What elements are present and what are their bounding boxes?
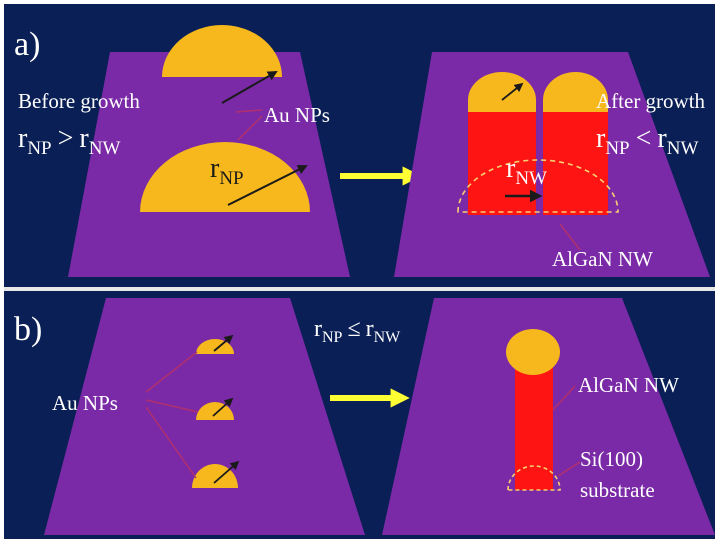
au-np-large-bottom (140, 142, 310, 212)
radius-arrow-small (213, 334, 234, 352)
algan-nw-label-a: AlGaN NW (552, 247, 653, 271)
leader-line (559, 223, 581, 251)
before-growth-label: Before growth (18, 89, 140, 113)
original-np-outline-b (507, 465, 561, 491)
si-substrate-label-line1: Si(100) (580, 447, 643, 471)
leader-line (552, 385, 576, 411)
nanowire-left (468, 112, 536, 215)
radius-arrow-top (221, 71, 278, 104)
au-np-small (192, 464, 238, 488)
original-np-outline (457, 159, 619, 213)
condition-b: rNP≤rNW (314, 316, 401, 346)
leader-line (557, 461, 581, 477)
leader-line (145, 351, 198, 393)
leader-line (145, 406, 197, 479)
r-nw-label: rNW (506, 153, 547, 189)
si-substrate-label-line2: substrate (580, 478, 655, 502)
leader-line (235, 109, 263, 113)
condition-after: rNP<rNW (596, 123, 698, 159)
after-growth-label: After growth (596, 89, 706, 113)
au-np-large-top (162, 25, 282, 77)
au-np-on-nanowire-left (468, 72, 536, 112)
au-np-on-nanowire-right (543, 72, 608, 112)
r-np-label: rNP (210, 153, 244, 189)
radius-arrow-small (212, 397, 234, 417)
nanowire-b (515, 362, 553, 490)
au-nps-label-a: Au NPs (264, 103, 330, 127)
leader-line (237, 115, 263, 141)
panel-a-label: a) (14, 26, 40, 63)
radius-arrow-np-top (501, 82, 524, 101)
au-nps-label-b: Au NPs (52, 391, 118, 415)
leader-line (145, 399, 199, 413)
au-np-on-nanowire-b (506, 329, 560, 375)
nanowire-right (543, 112, 608, 215)
radius-arrow-small (213, 460, 240, 484)
radius-arrow-np (227, 165, 308, 206)
panel-b-label: b) (14, 311, 42, 348)
condition-before: rNP>rNW (18, 123, 120, 159)
algan-nw-label-b: AlGaN NW (578, 373, 679, 397)
